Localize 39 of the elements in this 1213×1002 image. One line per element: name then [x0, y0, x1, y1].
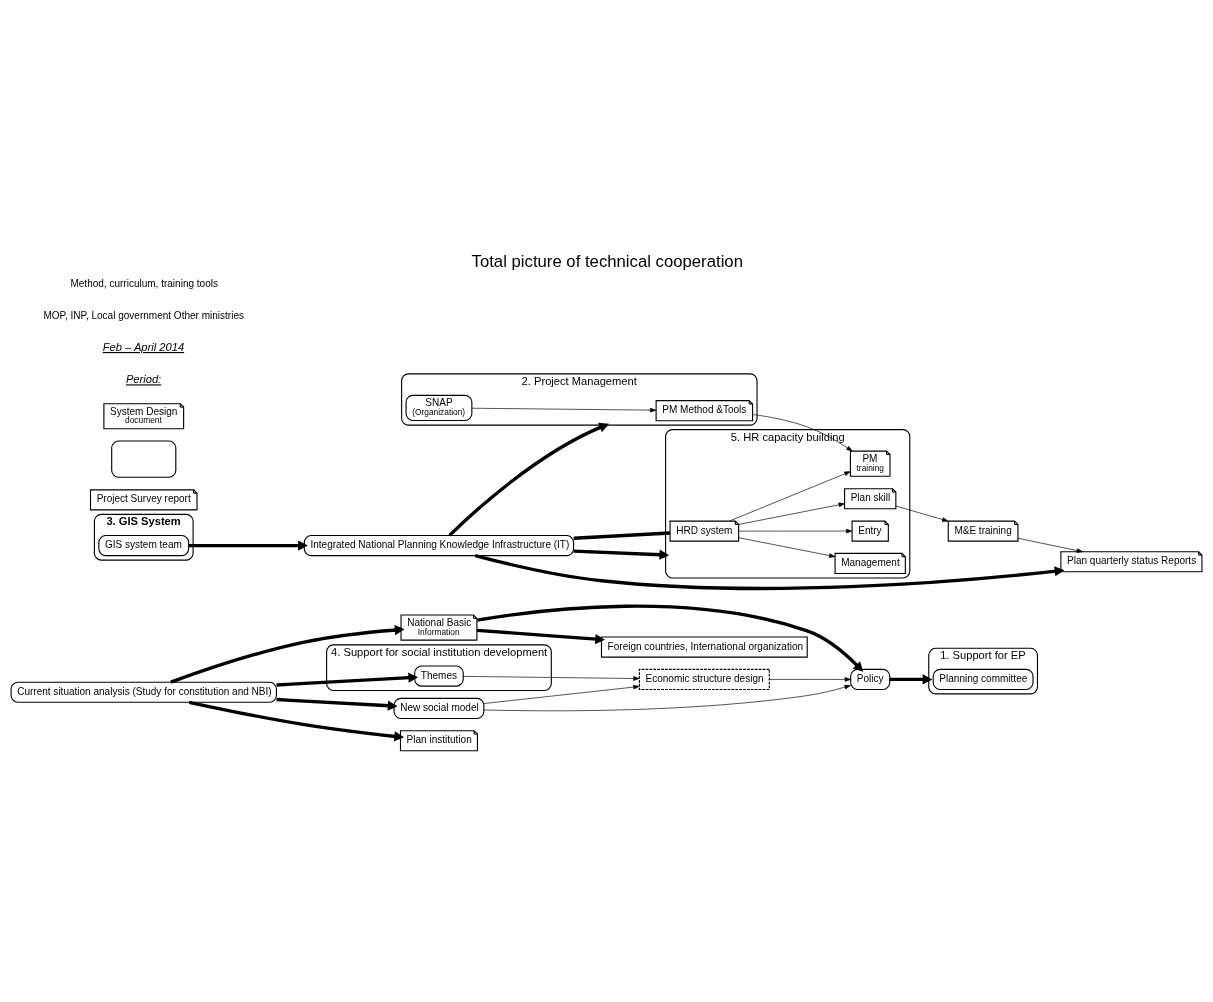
arrow [188, 700, 405, 742]
node-box: GIS system team [98, 535, 190, 557]
label: Feb – April 2014 [102, 341, 185, 354]
arrow [895, 505, 949, 522]
arrow [476, 604, 864, 672]
node-box: Foreign countries, International organization [600, 636, 808, 658]
node-box: Integrated National Planning Knowledge Infrastructure (IT) [303, 535, 575, 557]
arrow [471, 407, 657, 413]
node-box: Economic structure design [638, 668, 770, 690]
arrow [170, 625, 405, 684]
label: MOP, INP, Local government Other ministries [43, 309, 244, 321]
arrow [738, 502, 845, 525]
node-box: Current situation analysis (Study for constitution and NBI) [10, 681, 277, 703]
arrow [729, 471, 851, 522]
arrow [889, 674, 933, 685]
node-box: SNAP (Organization) [405, 394, 473, 421]
diagram-title: Total picture of technical cooperation [471, 251, 743, 271]
label: Method, curriculum, training tools [70, 277, 218, 289]
node-box: Themes [414, 665, 464, 687]
arrow [768, 677, 851, 682]
arrow [448, 422, 610, 537]
arrow [276, 672, 419, 687]
arrow [738, 528, 853, 534]
connector [573, 531, 670, 540]
arrow [738, 537, 836, 558]
arrow [1017, 537, 1083, 553]
arrow [188, 540, 308, 551]
node-box: New social model [393, 697, 485, 719]
arrow [483, 684, 640, 704]
label: Period: [125, 373, 162, 386]
arrow [573, 549, 670, 560]
arrow [752, 414, 853, 452]
arrow [463, 676, 640, 681]
node-box [111, 440, 177, 478]
node-box: Policy [850, 668, 891, 690]
arrow [483, 684, 851, 712]
node-box: Planning committee [932, 668, 1034, 690]
arrow [276, 697, 398, 711]
arrow [476, 628, 605, 645]
